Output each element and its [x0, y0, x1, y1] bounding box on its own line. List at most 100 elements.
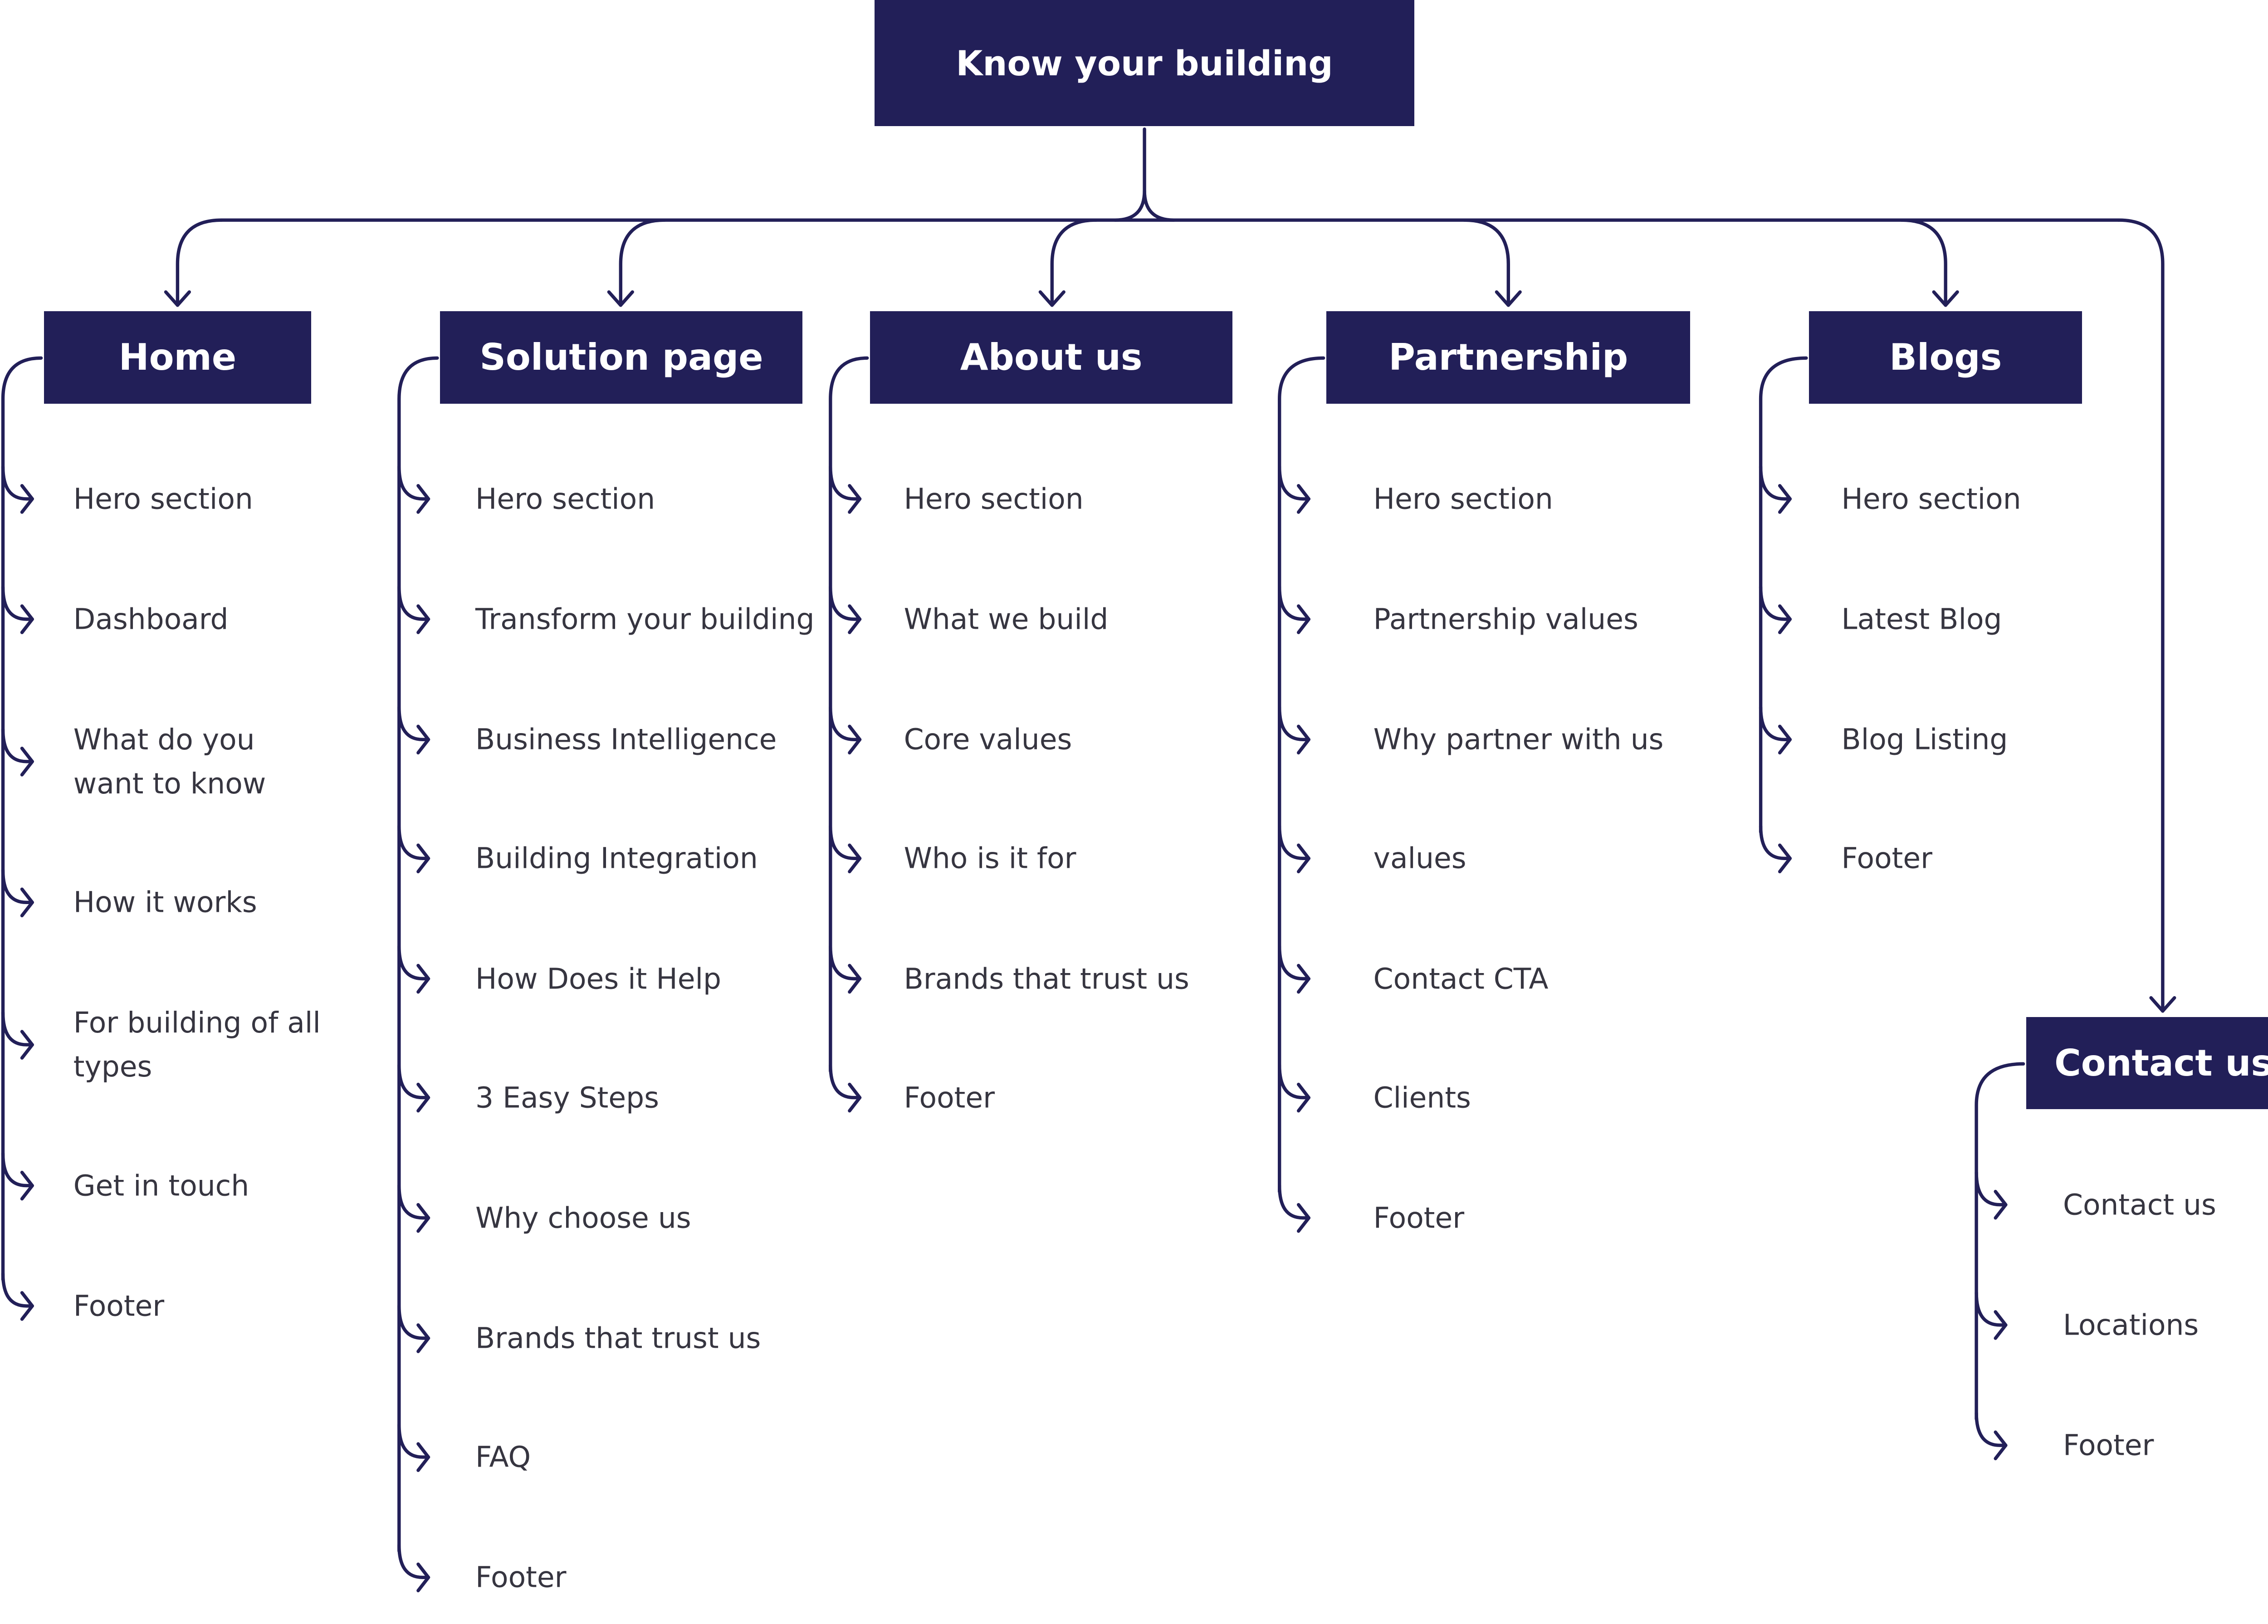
item-arrow — [416, 1562, 430, 1593]
item-arrow — [20, 1030, 34, 1060]
item-arrow — [416, 1082, 430, 1113]
item-arrow — [848, 604, 862, 634]
section-node-partnership: Partnership — [1326, 311, 1691, 404]
item-arrow — [1994, 1310, 2008, 1340]
item-connector — [1759, 465, 1792, 501]
item-connector — [397, 944, 430, 981]
item-connector — [397, 1304, 430, 1340]
list-item: Dashboard — [73, 602, 229, 636]
branch-2 — [1050, 218, 1098, 307]
item-connector — [1278, 465, 1310, 501]
list-item: Hero section — [475, 482, 655, 516]
list-item: Brands that trust us — [904, 962, 1189, 996]
list-item: Hero section — [1373, 482, 1553, 516]
list-item: Business Intelligence — [475, 723, 777, 756]
section-label: About us — [960, 336, 1143, 379]
item-connector — [397, 585, 430, 621]
list-item: Hero section — [904, 482, 1084, 516]
list-item: Get in touch — [73, 1169, 249, 1203]
list-item: Footer — [904, 1081, 995, 1115]
list-item: Latest Blog — [1841, 602, 2002, 636]
item-connector — [397, 1063, 430, 1100]
root-node: Know your building — [874, 0, 1415, 127]
list-item: Clients — [1373, 1081, 1471, 1115]
section-label: Solution page — [479, 336, 763, 379]
item-arrow — [20, 1291, 34, 1321]
section-label: Partnership — [1388, 336, 1628, 379]
section-node-home: Home — [44, 311, 311, 404]
spine-blogs — [1759, 356, 1808, 834]
spine-contact-us — [1975, 1062, 2025, 1421]
item-connector — [829, 465, 862, 501]
branch-arrow-4 — [1932, 290, 1959, 307]
item-connector — [397, 1184, 430, 1220]
item-arrow — [848, 484, 862, 514]
list-item: Why choose us — [475, 1201, 691, 1235]
item-arrow — [416, 1323, 430, 1353]
item-connector — [1278, 585, 1310, 621]
list-item: FAQ — [475, 1440, 531, 1474]
list-item: Hero section — [1841, 482, 2021, 516]
item-connector — [1975, 1291, 2008, 1327]
root-label: Know your building — [956, 43, 1333, 83]
branch-3 — [1462, 218, 1510, 307]
item-arrow — [1994, 1189, 2008, 1220]
section-label: Home — [118, 336, 237, 379]
item-connector — [397, 465, 430, 501]
item-connector — [1, 1011, 34, 1047]
list-item: How Does it Help — [475, 962, 722, 996]
list-item: 3 Easy Steps — [475, 1081, 659, 1115]
spine-home — [1, 356, 43, 1282]
item-connector — [397, 1423, 430, 1459]
root-stem — [1113, 127, 1146, 222]
item-connector — [829, 944, 862, 981]
item-connector — [1, 585, 34, 621]
item-arrow — [20, 484, 34, 514]
item-arrow — [1778, 843, 1792, 874]
list-item: What we build — [904, 602, 1109, 636]
item-connector — [829, 705, 862, 741]
list-item: Footer — [2063, 1428, 2154, 1462]
item-arrow — [416, 724, 430, 755]
item-connector — [1, 465, 34, 501]
item-connector — [1759, 585, 1792, 621]
item-arrow — [1778, 604, 1792, 634]
list-item: Locations — [2063, 1308, 2199, 1342]
root-stem-right — [1143, 189, 1176, 222]
item-arrow — [1297, 724, 1310, 755]
list-item: Building Integration — [475, 841, 758, 875]
item-connector — [829, 585, 862, 621]
item-connector — [1, 868, 34, 904]
item-connector — [829, 824, 862, 860]
section-node-contact-us: Contact us — [2026, 1017, 2268, 1110]
list-item: Footer — [1841, 841, 1932, 875]
item-arrow — [848, 724, 862, 755]
item-arrow — [1994, 1430, 2008, 1460]
item-connector — [397, 824, 430, 860]
list-item: Why partner with us — [1373, 723, 1664, 756]
item-connector — [829, 1063, 862, 1100]
item-connector — [1, 1272, 34, 1308]
list-item: How it works — [73, 885, 257, 919]
list-item: Who is it for — [904, 841, 1076, 875]
list-item: Core values — [904, 723, 1072, 756]
item-connector — [1278, 944, 1310, 981]
list-item: Contact CTA — [1373, 962, 1549, 996]
branch-5 — [2117, 218, 2165, 1013]
item-arrow — [20, 1170, 34, 1201]
item-arrow — [20, 747, 34, 777]
list-item: Transform your building — [475, 602, 815, 636]
item-connector — [1278, 1184, 1310, 1220]
item-connector — [1759, 705, 1792, 741]
list-item: Footer — [475, 1560, 567, 1594]
list-item: Brands that trust us — [475, 1321, 761, 1355]
branch-arrow-0 — [164, 290, 191, 307]
section-node-about-us: About us — [870, 311, 1233, 404]
item-arrow — [416, 1442, 430, 1472]
item-arrow — [1297, 484, 1310, 514]
branch-arrow-1 — [607, 290, 634, 307]
